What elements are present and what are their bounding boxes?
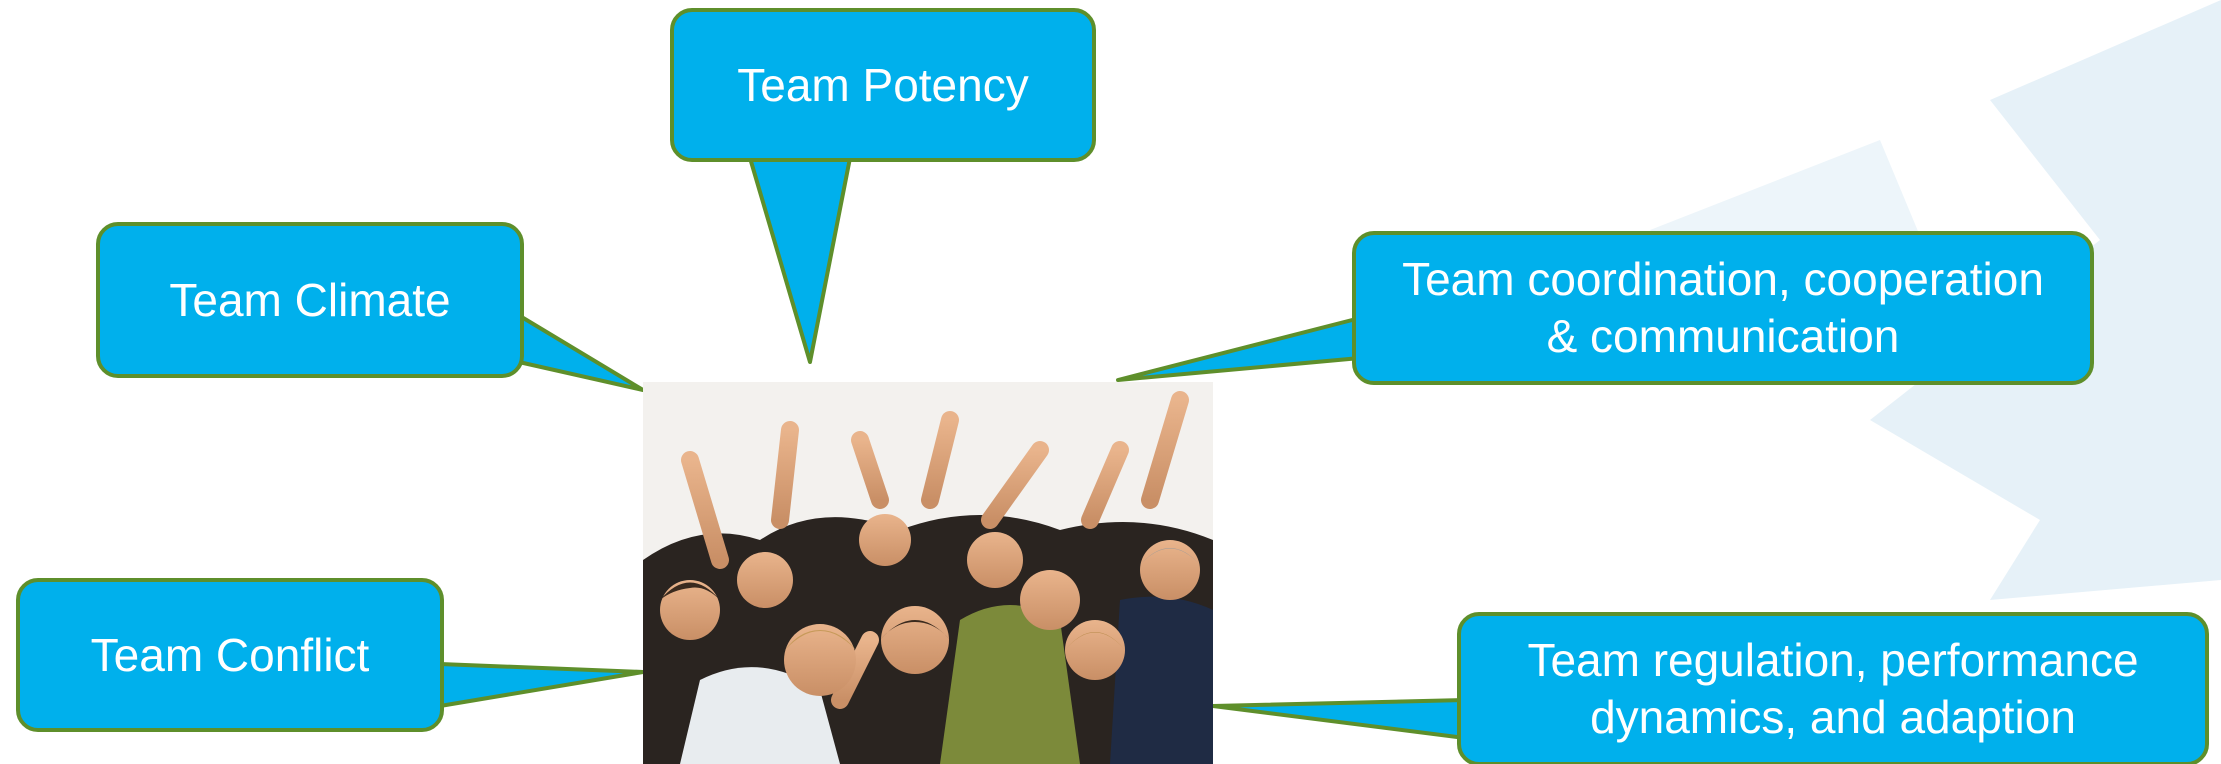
- coordination-callout-tail: [1116, 316, 1362, 382]
- conflict-callout-tail: [438, 662, 645, 708]
- potency-callout-box: [670, 8, 1096, 162]
- coordination-callout-box: [1352, 231, 2094, 385]
- crowd-photo: [643, 382, 1213, 764]
- conflict-callout-box: [16, 578, 444, 732]
- climate-callout-tail: [508, 308, 645, 392]
- potency-callout-tail: [748, 156, 852, 364]
- climate-callout-box: [96, 222, 524, 378]
- regulation-callout-box: [1457, 612, 2209, 764]
- regulation-callout-tail: [1211, 698, 1467, 740]
